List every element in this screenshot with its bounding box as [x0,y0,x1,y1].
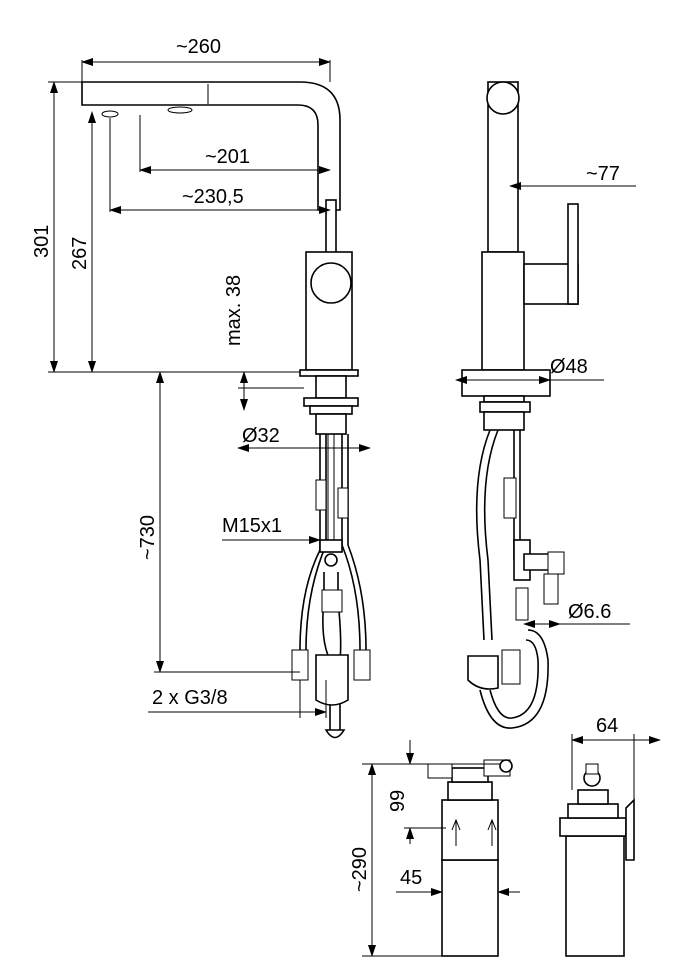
dim-m15-label: M15x1 [222,515,282,537]
dim-730-label: ~730 [137,515,159,560]
dim-260-label: ~260 [176,36,221,58]
dim-99-label: 99 [387,790,409,812]
dim-301-label: 301 [31,225,53,258]
dim-g38-label: 2 x G3/8 [152,687,228,709]
side-dimensions: ~77 Ø48 Ø6.6 [455,163,636,628]
filter-dimensions: ~290 99 45 [349,740,520,957]
dim-32-label: Ø32 [242,425,280,447]
lever [325,199,337,256]
filter-side-view [559,763,635,957]
faucet-front-view [81,81,371,739]
dim-77-label: ~77 [586,163,620,185]
filter-front-view [427,759,513,957]
dim-max38-label: max. 38 [223,275,245,346]
dim-230-label: ~230,5 [182,186,244,208]
dim-6-6-label: Ø6.6 [568,601,611,623]
dim-267-label: 267 [69,237,91,270]
filter-side-dimensions: 64 [571,715,661,800]
cartridge-cap [310,262,352,304]
dim-45-label: 45 [400,867,422,889]
dim-48-label: Ø48 [550,356,588,378]
faucet-side-view [461,81,579,729]
front-dimensions: ~260 ~201 ~230,5 301 267 max. 38 Ø32 ~73… [31,36,371,718]
dim-64-label: 64 [596,715,618,737]
dim-201-label: ~201 [205,146,250,168]
dim-290-label: ~290 [349,847,371,892]
